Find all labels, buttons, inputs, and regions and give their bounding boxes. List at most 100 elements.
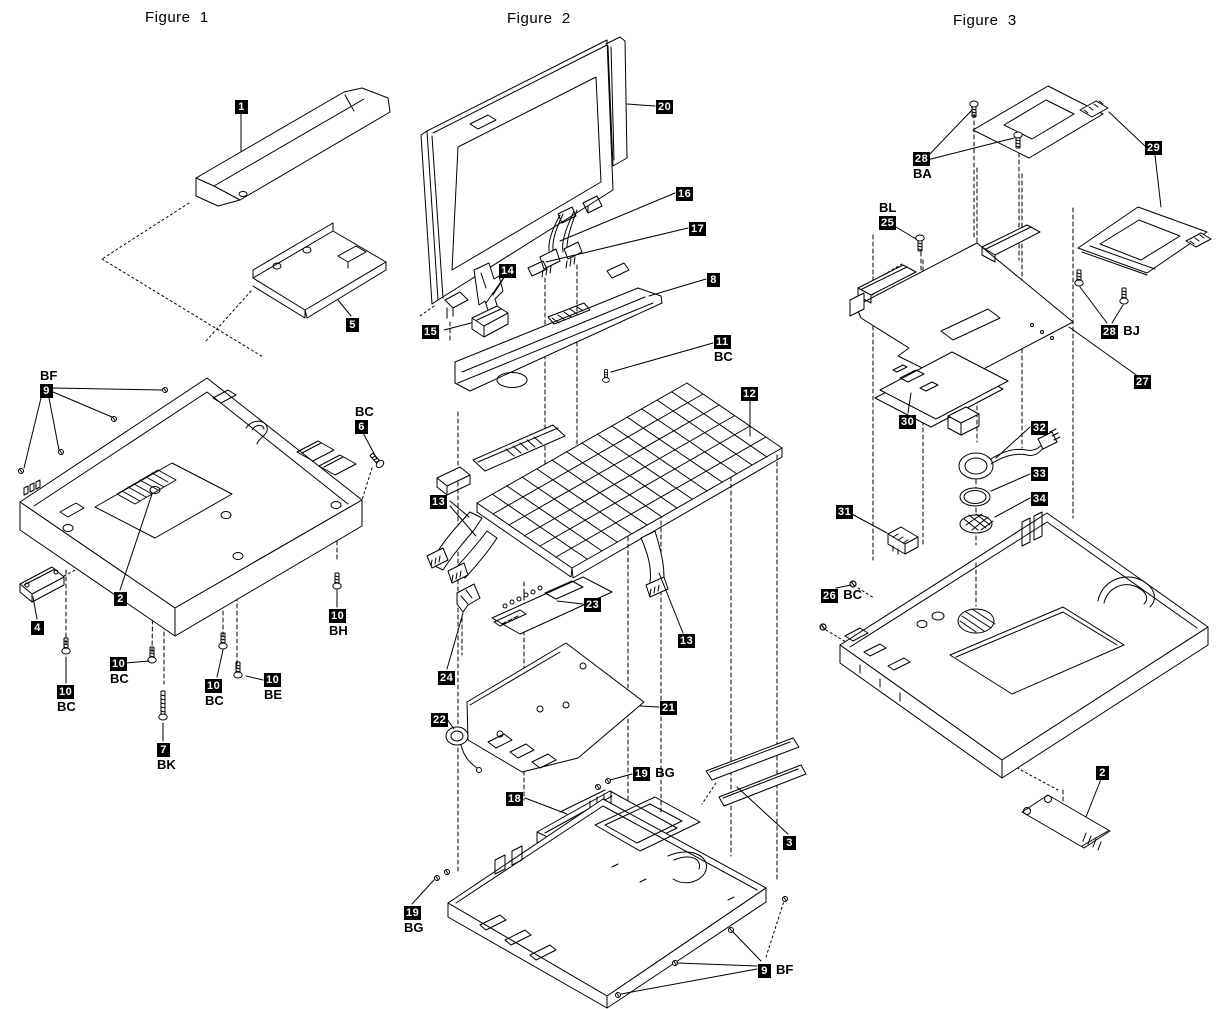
callout-box: 10 (205, 679, 223, 693)
callout-fig2-14: 14 (499, 263, 517, 278)
callout-fig3-30: 30 (899, 414, 917, 429)
callout-box: 28 (913, 152, 931, 166)
callout-fig2-13: 13 (430, 494, 448, 509)
callout-fig2-23: 23 (584, 597, 602, 612)
callout-box: 15 (422, 325, 440, 339)
callout-box: 31 (836, 505, 854, 519)
callout-code: BC (714, 349, 733, 364)
callout-fig1-4: 4 (31, 620, 44, 635)
callout-box: 10 (57, 685, 75, 699)
callout-box: 28 (1101, 325, 1119, 339)
fig2-keyboard (476, 382, 783, 579)
callout-box: 19 (633, 767, 651, 781)
callout-fig3-32: 32 (1031, 420, 1049, 435)
fig3-art (819, 85, 1212, 851)
callout-box: 34 (1031, 492, 1049, 506)
fig3-connector (887, 526, 919, 555)
callout-code: BC (843, 587, 863, 602)
callout-box: 13 (430, 495, 448, 509)
callout-code: BE (264, 687, 283, 702)
fig2-art (411, 36, 807, 1009)
callout-fig2-20: 20 (656, 99, 674, 114)
callout-box: 2 (1096, 766, 1109, 780)
fig1-shield-plate (252, 222, 387, 319)
callout-box: 24 (438, 671, 456, 685)
fig2-latch-piece (471, 305, 509, 338)
callout-box: 10 (264, 673, 282, 687)
fig2-lcd-assembly (420, 36, 628, 319)
callout-box: 32 (1031, 421, 1049, 435)
callout-code: BC (205, 693, 224, 708)
callout-code: BG (404, 920, 424, 935)
callout-box: 29 (1145, 141, 1163, 155)
callout-fig2-8: 8 (707, 272, 720, 287)
callout-box: 7 (157, 743, 170, 757)
fig2-io-card (456, 576, 613, 635)
callout-box: 1 (235, 100, 248, 114)
figure2-title: Figure 2 (507, 10, 571, 27)
callout-box: 13 (678, 634, 696, 648)
callout-box: 12 (741, 387, 759, 401)
callout-fig2-19-BG: 19 BG (633, 766, 675, 781)
callout-code: BC (57, 699, 76, 714)
callout-fig2-16: 16 (676, 186, 694, 201)
callout-fig3-29: 29 (1145, 140, 1163, 155)
fig3-speaker-stack (958, 428, 1061, 534)
callout-box: 8 (707, 273, 720, 287)
callout-box: 10 (329, 609, 347, 623)
callout-box: 23 (584, 598, 602, 612)
callout-fig2-24: 24 (438, 670, 456, 685)
callout-box: 14 (499, 264, 517, 278)
fig2-hinge-bracket (473, 262, 504, 314)
fig1-leader-lines (23, 112, 378, 742)
fig2-system-board (445, 642, 645, 773)
callout-box: 19 (404, 906, 422, 920)
callout-fig1-1: 1 (235, 99, 248, 114)
callout-fig2-3: 3 (783, 835, 796, 850)
callout-code: BC (355, 404, 374, 419)
fig2-leader-lines (411, 103, 789, 995)
callout-fig2-12: 12 (741, 386, 759, 401)
callout-fig2-13: 13 (678, 633, 696, 648)
callout-box: 2 (114, 592, 127, 606)
callout-code: BG (655, 765, 675, 780)
callout-box: 33 (1031, 467, 1049, 481)
fig2-chassis (447, 796, 767, 1009)
callout-fig1-5: 5 (346, 317, 359, 332)
callout-fig2-15: 15 (422, 324, 440, 339)
callout-box: 11 (714, 335, 731, 349)
callout-fig3-27: 27 (1134, 374, 1152, 389)
callout-box: 9 (758, 964, 771, 978)
fig3-memory-card (1021, 794, 1111, 851)
fig3-bottom-case (839, 511, 1209, 779)
callout-fig2-18: 18 (506, 791, 524, 806)
callout-code: BF (40, 368, 58, 383)
callout-box: 27 (1134, 375, 1152, 389)
callout-box: 6 (355, 420, 368, 434)
callout-fig2-21: 21 (660, 700, 678, 715)
callout-box: 25 (879, 216, 897, 230)
fig1-top-cover (195, 87, 391, 207)
callout-code: BA (913, 166, 932, 181)
callout-fig3-2: 2 (1096, 765, 1109, 780)
fig3-system-board (849, 224, 1074, 385)
fig1-art (18, 87, 391, 742)
callout-fig2-17: 17 (689, 221, 707, 236)
callout-box: 3 (783, 836, 796, 850)
callout-box: 30 (899, 415, 917, 429)
callout-box: 17 (689, 222, 707, 236)
fig3-hdd-bracket-lower (1077, 206, 1212, 276)
callout-code: BC (110, 671, 129, 686)
callout-box: 9 (40, 384, 53, 398)
